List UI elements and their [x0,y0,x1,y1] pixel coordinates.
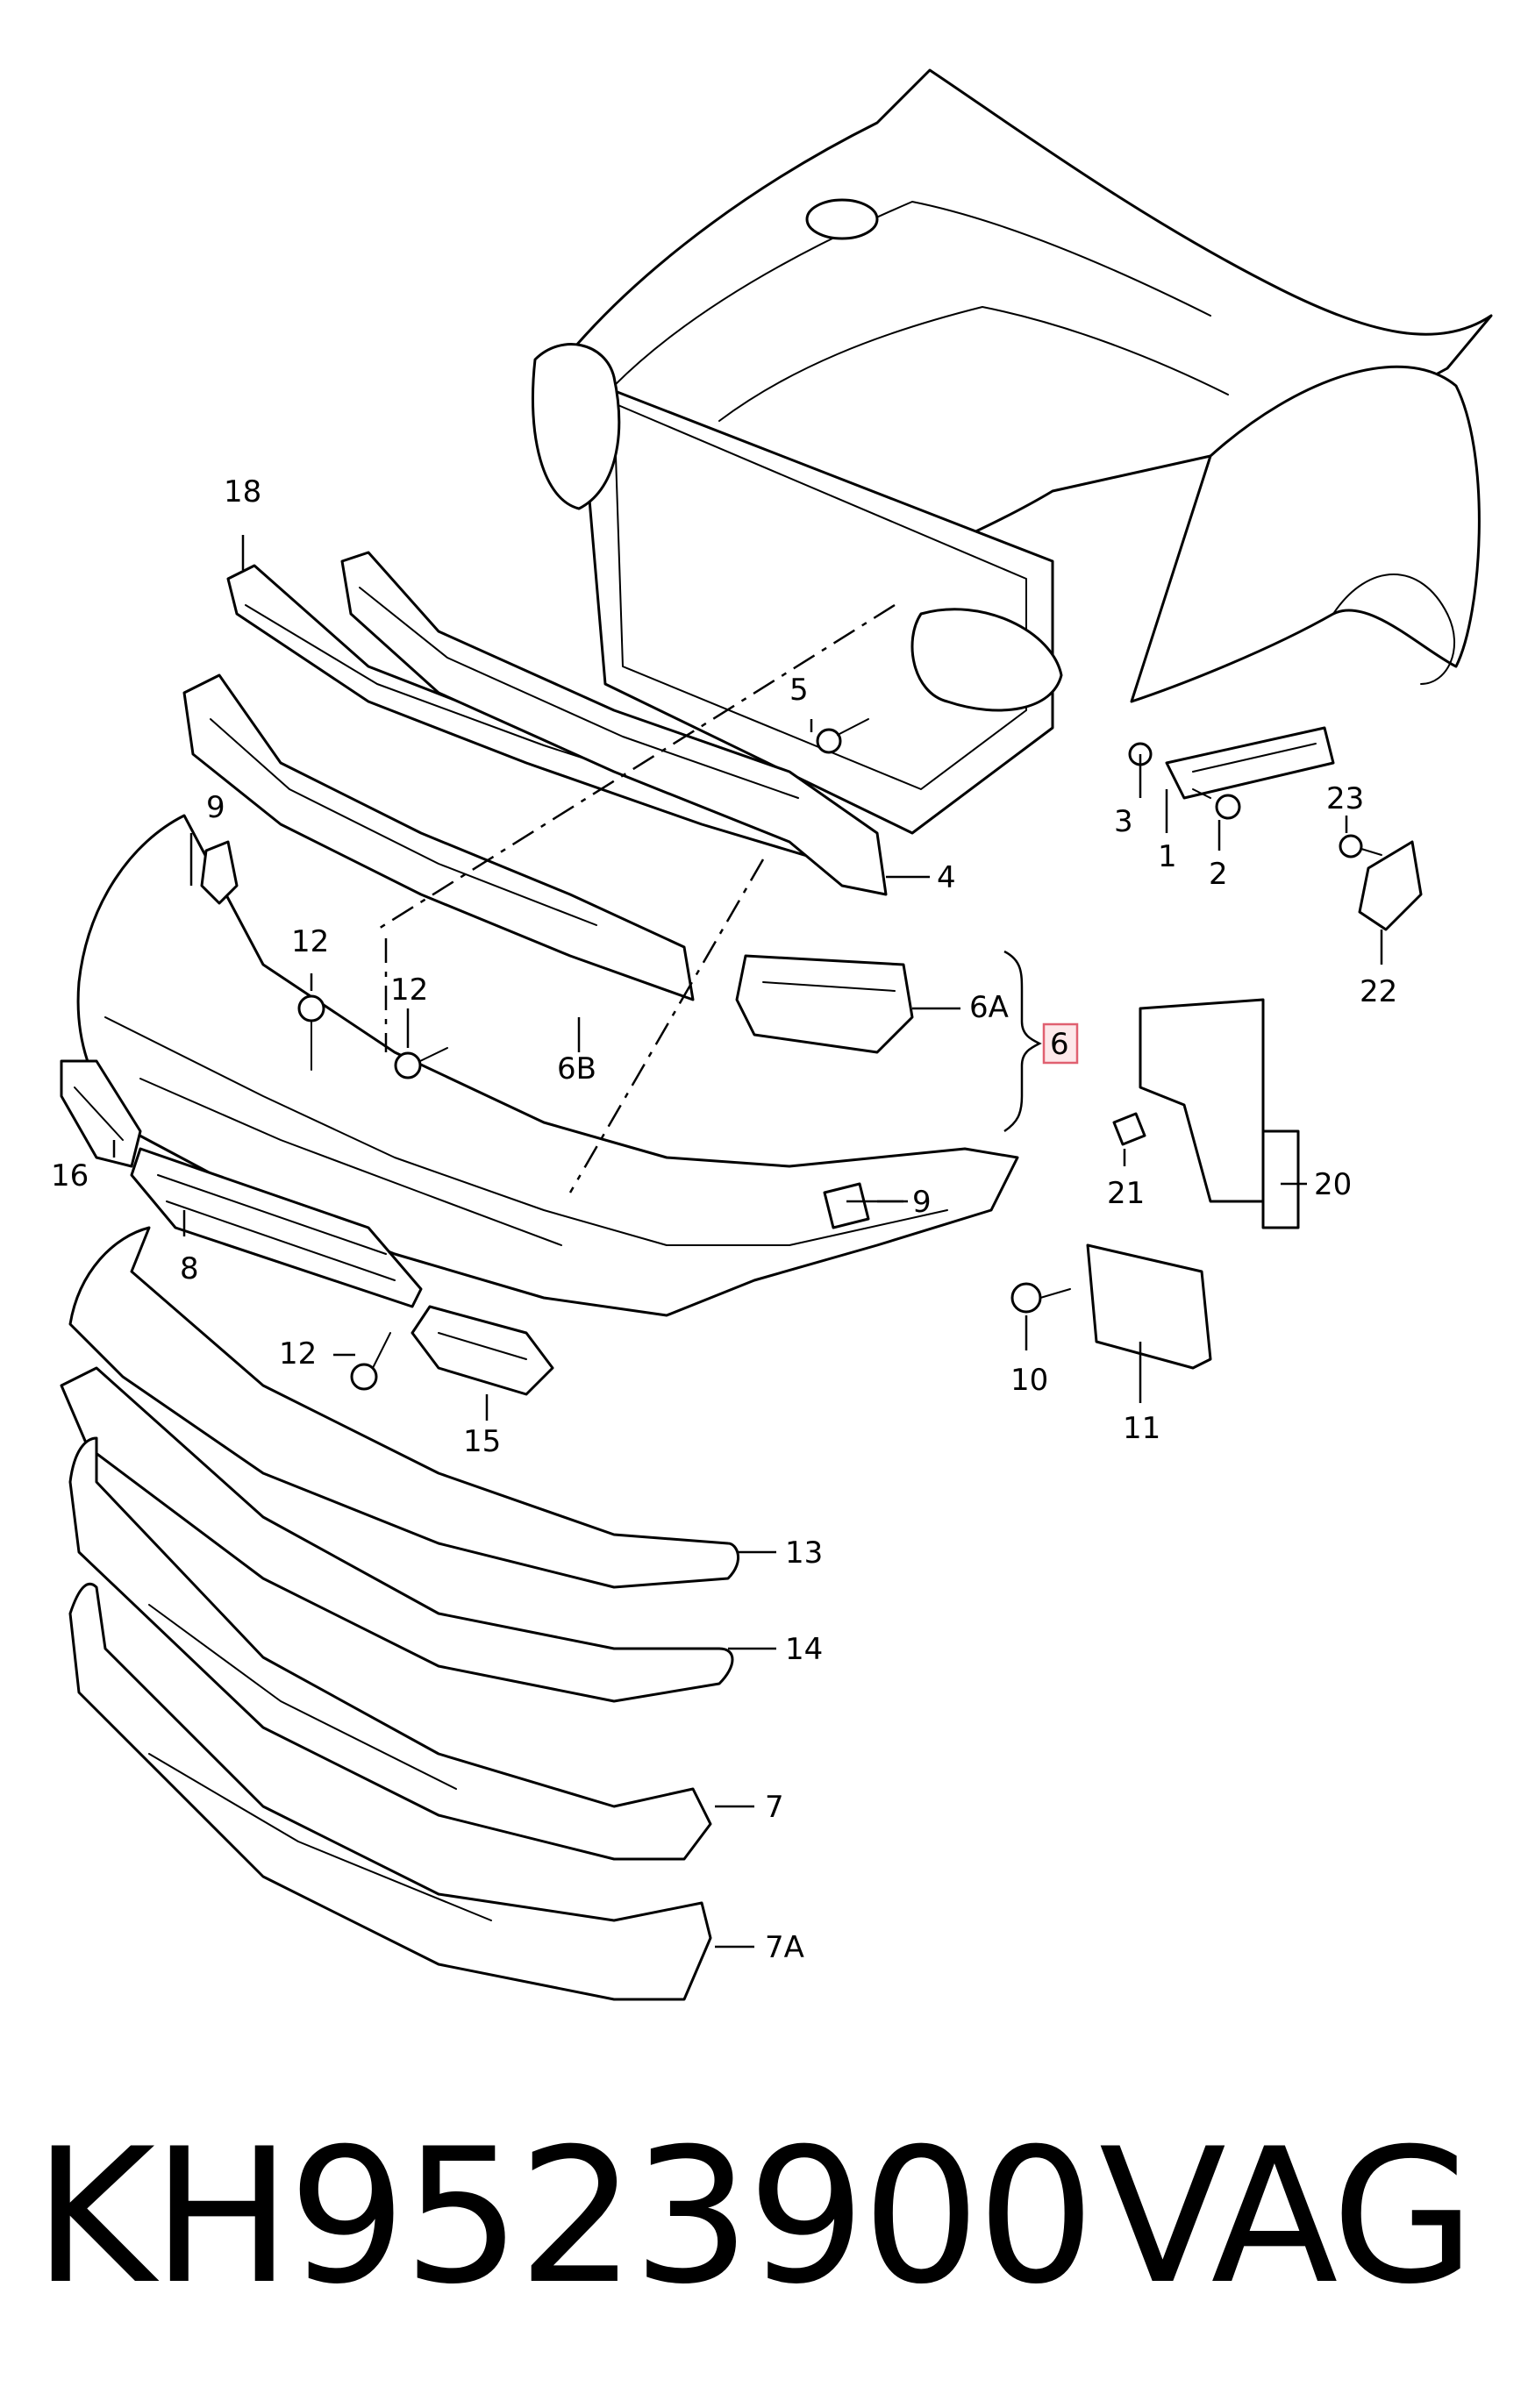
grille-8 [130,1147,423,1308]
brand-name: VAG [1099,2108,1475,2325]
callout-21: 21 [1107,1176,1145,1211]
grille-16 [60,1059,142,1168]
bolt-10 [1010,1282,1071,1314]
bolt-5 [816,718,869,754]
leader-lines [112,535,1383,1948]
callout-12-lower: 12 [279,1336,317,1371]
bolt-12-middle [394,1047,448,1079]
callout-1: 1 [1158,839,1177,874]
callout-labels: 18 5 3 1 2 23 22 4 9 12 12 6B 6A 6 16 8 … [51,474,1397,1965]
callout-6b: 6B [557,1051,596,1086]
callout-18: 18 [224,474,261,509]
callout-23: 23 [1326,781,1364,816]
callout-4: 4 [937,860,956,895]
spoiler-14 [60,1366,734,1703]
car-front-body [532,68,1493,835]
callout-11: 11 [1123,1411,1160,1446]
callout-6a: 6A [969,990,1009,1025]
callout-6: 6 [1050,1027,1069,1062]
energy-absorber-6b [182,673,695,1001]
callout-6-highlight [1042,1022,1079,1065]
callout-10: 10 [1010,1363,1048,1398]
callout-20: 20 [1314,1167,1352,1202]
carrier-4 [340,551,888,896]
nut-21 [1112,1112,1146,1146]
callout-2: 2 [1209,857,1228,892]
callout-15: 15 [463,1424,501,1459]
mount-bracket-right [1139,998,1300,1229]
bracket-9-right [823,1182,870,1229]
callout-3: 3 [1114,804,1133,839]
bolt-2 [1192,788,1241,820]
grille-15 [411,1305,554,1396]
spoiler-13 [68,1226,739,1589]
bolt-12-lower [350,1332,391,1391]
callout-9-right: 9 [912,1185,932,1220]
footer: KH9523900 VAG [33,2085,1507,2348]
callout-14: 14 [785,1632,823,1667]
callout-9-left: 9 [206,790,225,825]
absorber-6a [735,954,914,1054]
assembly-lines [376,603,896,1193]
spoiler-7 [68,1436,712,1861]
callout-7: 7 [765,1790,784,1825]
callout-8: 8 [180,1251,199,1286]
callout-7a: 7A [765,1930,804,1965]
callout-12-middle: 12 [390,972,428,1008]
callout-13: 13 [785,1535,823,1571]
part-number: KH9523900 [33,2108,1096,2325]
license-plate-holder-11 [1086,1243,1212,1370]
callout-5: 5 [789,673,809,708]
callout-22: 22 [1360,974,1397,1009]
spoiler-7a [68,1582,712,2001]
callout-12-upper: 12 [291,924,329,959]
bolt-23 [1339,834,1382,858]
callout-16: 16 [51,1158,89,1193]
bolt-12-upper [297,994,325,1071]
bracket-9-left [200,840,239,905]
bracket-22 [1358,840,1423,931]
